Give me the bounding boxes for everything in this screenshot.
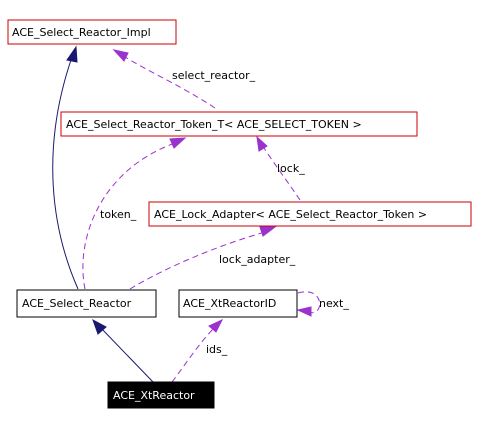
edge-label-select-reactor: select_reactor_	[172, 69, 256, 82]
node-label-xtreactorid: ACE_XtReactorID	[183, 297, 276, 310]
node-label-lock-adapter: ACE_Lock_Adapter< ACE_Select_Reactor_Tok…	[154, 208, 427, 221]
edge-token	[82, 137, 187, 290]
edge-label-lock: lock_	[277, 162, 305, 175]
edge-select-reactor-inherits-impl	[52, 45, 79, 290]
edge-xtreactor-inherits-select-reactor	[92, 318, 154, 383]
edge-lock-adapter	[129, 226, 277, 290]
node-ace-select-reactor[interactable]: ACE_Select_Reactor	[16, 289, 157, 318]
node-ace-select-reactor-impl[interactable]: ACE_Select_Reactor_Impl	[7, 19, 177, 45]
edge-next	[296, 291, 321, 317]
edge-label-lock-adapter: lock_adapter_	[219, 253, 296, 266]
node-ace-select-reactor-token-t[interactable]: ACE_Select_Reactor_Token_T< ACE_SELECT_T…	[60, 111, 418, 137]
edge-label-ids: ids_	[206, 343, 228, 356]
edge-label-token: token_	[100, 208, 137, 221]
node-ace-xtreactor[interactable]: ACE_XtReactor	[107, 381, 215, 409]
edge-ids	[171, 318, 224, 383]
edge-label-next: next_	[319, 297, 349, 310]
node-label-xtreactor: ACE_XtReactor	[113, 389, 195, 402]
edge-lock	[256, 135, 301, 201]
node-ace-lock-adapter[interactable]: ACE_Lock_Adapter< ACE_Select_Reactor_Tok…	[148, 201, 472, 227]
node-label-select-reactor: ACE_Select_Reactor	[22, 297, 132, 310]
node-label-impl: ACE_Select_Reactor_Impl	[12, 26, 151, 39]
node-label-token-t: ACE_Select_Reactor_Token_T< ACE_SELECT_T…	[66, 118, 362, 131]
edge-select-reactor	[112, 49, 216, 109]
node-ace-xtreactorid[interactable]: ACE_XtReactorID	[178, 289, 298, 318]
